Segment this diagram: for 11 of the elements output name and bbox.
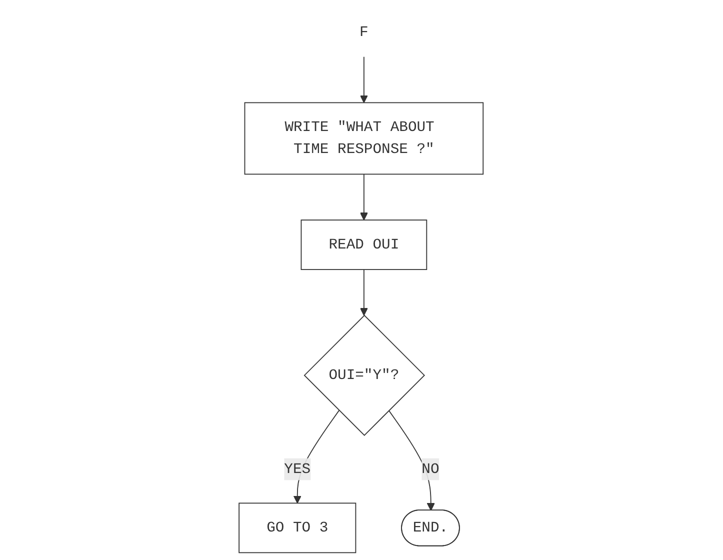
- node-diamond: OUI="Y"?: [304, 314, 426, 436]
- arrow: [360, 269, 368, 316]
- arrow: [360, 174, 368, 220]
- edge-label: NO: [422, 460, 440, 478]
- node-text: F: [360, 24, 369, 40]
- arrow: [360, 56, 368, 104]
- node-box: READ OUI: [301, 220, 428, 270]
- node-box: GO TO 3: [239, 502, 357, 554]
- edge-label: YES: [284, 460, 311, 478]
- node-box: WRITE "WHAT ABOUT TIME RESPONSE ?": [244, 102, 484, 175]
- arrow: [388, 410, 436, 511]
